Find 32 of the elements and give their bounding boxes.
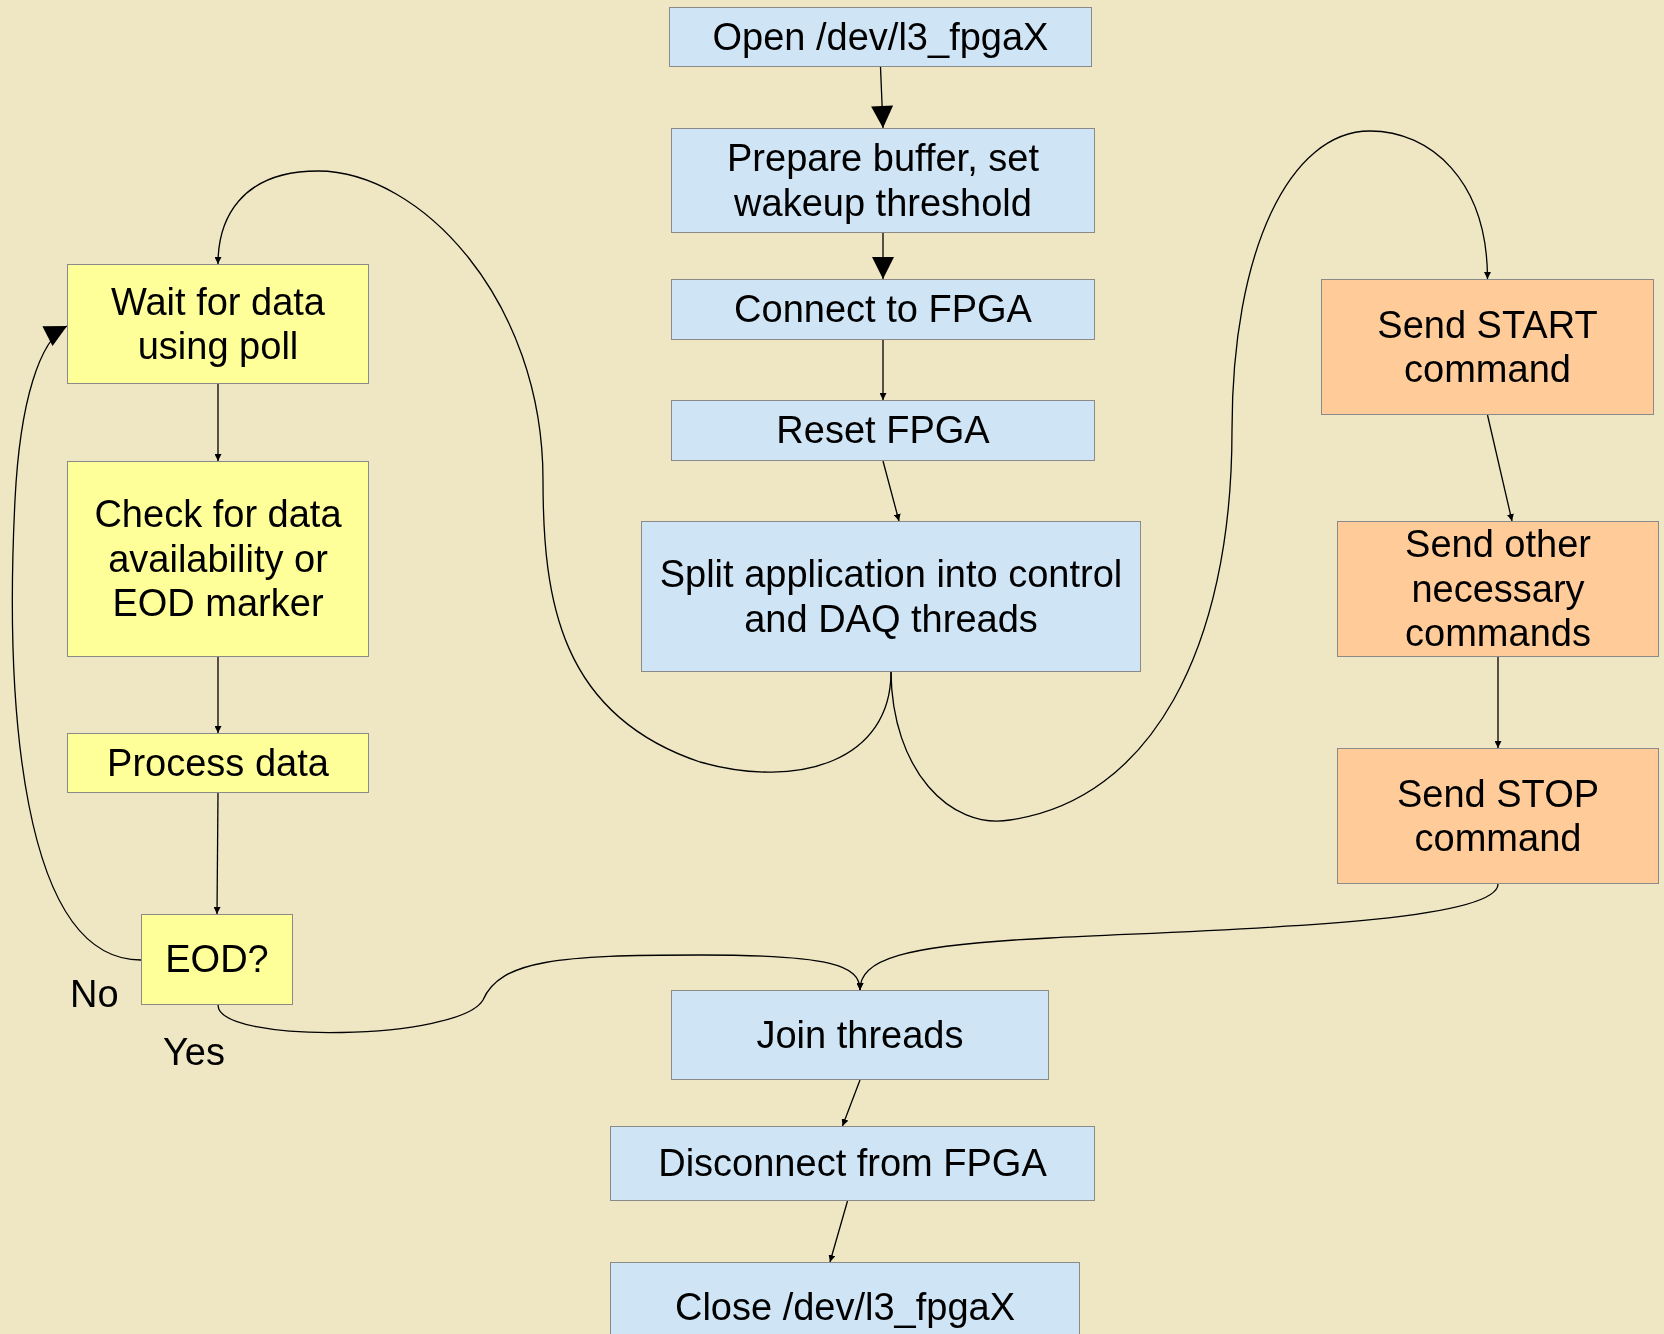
edge-label: Yes	[163, 1033, 225, 1071]
arrow	[214, 383, 222, 462]
arrow	[1494, 656, 1502, 749]
arrow	[871, 66, 894, 129]
arrow	[857, 883, 1499, 991]
process-box: Split application into control and DAQ threads	[641, 521, 1141, 672]
process-box: Check for data availability or EOD marker	[67, 461, 369, 657]
arrow	[890, 130, 1491, 822]
arrow	[214, 170, 892, 773]
process-box: Connect to FPGA	[671, 279, 1095, 340]
process-box: EOD?	[141, 914, 293, 1005]
arrow	[841, 1079, 861, 1127]
process-box: Process data	[67, 733, 369, 793]
arrow	[214, 656, 222, 734]
process-box: Send STOP command	[1337, 748, 1659, 884]
process-box: Prepare buffer, set wakeup threshold	[671, 128, 1095, 233]
arrow	[1486, 414, 1514, 522]
arrow	[872, 232, 894, 280]
arrow	[11, 325, 142, 961]
process-box: Open /dev/l3_fpgaX	[669, 7, 1092, 67]
arrow	[879, 339, 887, 401]
arrow	[882, 460, 901, 522]
process-box: Send START command	[1321, 279, 1654, 415]
process-box: Reset FPGA	[671, 400, 1095, 461]
process-box: Join threads	[671, 990, 1049, 1080]
process-box: Disconnect from FPGA	[610, 1126, 1095, 1201]
process-box: Send other necessary commands	[1337, 521, 1659, 657]
process-box: Close /dev/l3_fpgaX	[610, 1262, 1080, 1334]
arrow	[213, 792, 221, 915]
edge-label: No	[70, 975, 119, 1013]
process-box: Wait for data using poll	[67, 264, 369, 384]
arrow	[828, 1200, 849, 1263]
